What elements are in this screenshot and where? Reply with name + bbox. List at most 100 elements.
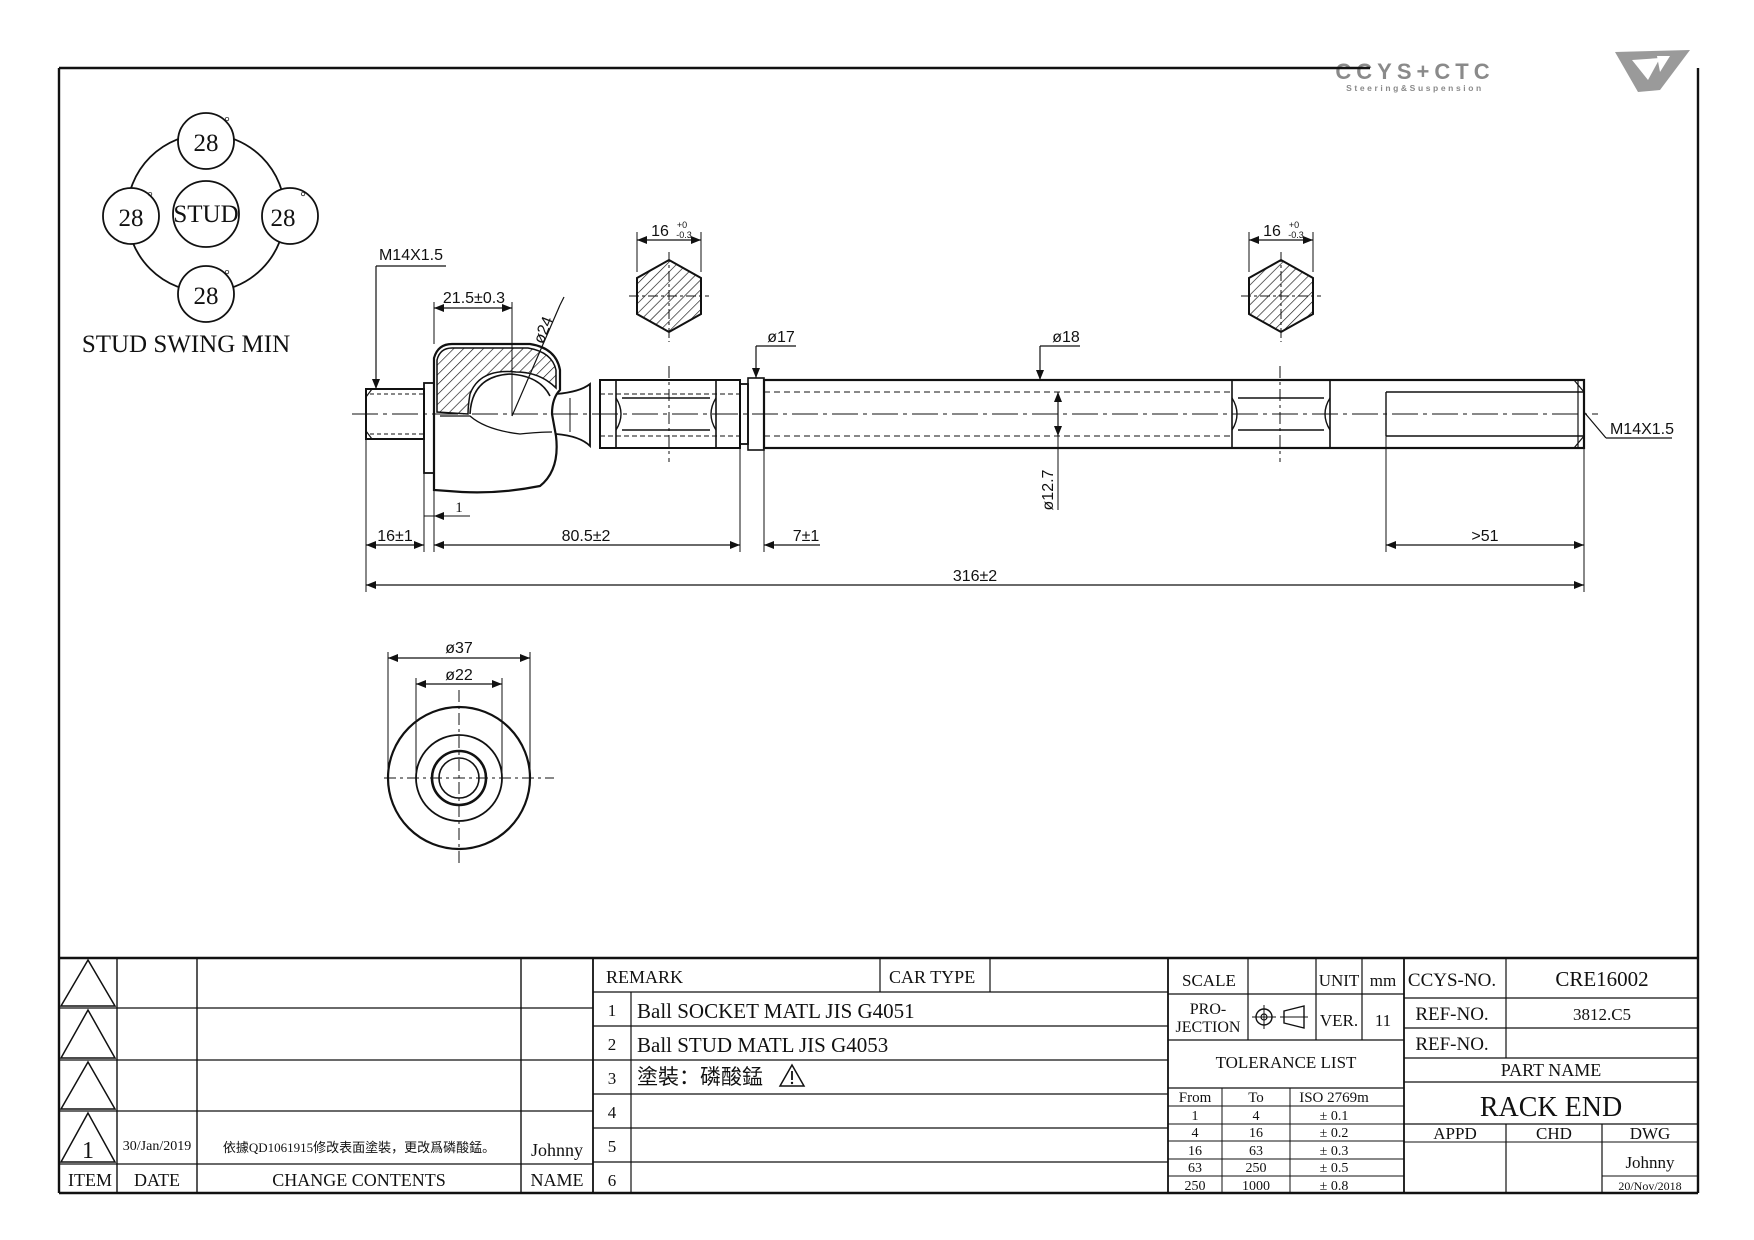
revision-table: 1 30/Jan/2019 依據QD1061915修改表面塗裝，更改爲磷酸錳。 … (59, 958, 594, 1193)
ref-no-label-2: REF-NO. (1415, 1034, 1488, 1055)
svg-text:1: 1 (1192, 1109, 1199, 1124)
svg-text:4: 4 (1192, 1126, 1199, 1141)
remark-text: Ball STUD MATL JIS G4053 (637, 1033, 888, 1057)
remark-no: 3 (608, 1069, 617, 1088)
swing-center-label: STUD (173, 201, 238, 228)
swing-top-value: 28 (194, 130, 219, 157)
ref-no-value: 3812.C5 (1573, 1005, 1631, 1024)
logo-name: CCYS+CTC (1335, 59, 1494, 84)
swing-right-degree: ° (300, 190, 306, 205)
header-item: ITEM (68, 1170, 112, 1190)
svg-text:+0: +0 (677, 220, 687, 230)
dim-thread-left: M14X1.5 (379, 247, 443, 264)
unit-value: mm (1370, 971, 1396, 990)
svg-text:± 0.2: ± 0.2 (1320, 1126, 1349, 1141)
dim-end-inner: ø22 (445, 667, 473, 684)
part-name-value: RACK END (1480, 1092, 1622, 1123)
swing-left-degree: ° (147, 190, 153, 205)
dim-socket-length: 21.5±0.3 (443, 290, 505, 307)
company-logo: CCYS+CTC Steering&Suspension (1335, 50, 1690, 93)
svg-text:16: 16 (651, 223, 669, 240)
tol-header-iso: ISO 2769m (1299, 1090, 1369, 1106)
remark-no: 2 (608, 1035, 617, 1054)
header-change-contents: CHANGE CONTENTS (272, 1170, 446, 1190)
dim-hex-right: 16 +0 -0.3 (1263, 220, 1304, 240)
dim-neck-dia: ø17 (767, 329, 795, 346)
info-block: SCALE UNIT mm PRO- JECTION VER. 11 TOLER… (1168, 958, 1405, 1194)
part-name-label: PART NAME (1501, 1060, 1601, 1080)
drawing-frame (57, 66, 1700, 1195)
svg-text:4: 4 (1253, 1109, 1260, 1124)
svg-text:-0.3: -0.3 (676, 230, 692, 240)
ccys-no-value: CRE16002 (1555, 967, 1648, 991)
revision-name: Johnny (531, 1140, 583, 1160)
swing-bottom-value: 28 (194, 283, 219, 310)
remark-table: REMARK CAR TYPE 1 Ball SOCKET MATL JIS G… (593, 958, 1169, 1193)
projection-label: PRO- (1190, 1001, 1226, 1018)
header-date: DATE (134, 1170, 180, 1190)
dim-socket-to-neck: 80.5±2 (562, 528, 611, 545)
dim-thread-length: >51 (1471, 528, 1498, 545)
tol-row: 16 63 ± 0.3 (1188, 1144, 1348, 1159)
remark-no: 4 (608, 1103, 617, 1122)
tol-header-from: From (1179, 1090, 1212, 1106)
tol-row: 4 16 ± 0.2 (1192, 1126, 1349, 1141)
revision-date: 30/Jan/2019 (123, 1139, 191, 1154)
dim-thread-right: M14X1.5 (1610, 421, 1674, 438)
dim-gap: 1 (455, 500, 463, 516)
svg-text:63: 63 (1249, 1144, 1263, 1159)
svg-text:250: 250 (1246, 1161, 1267, 1176)
revision-content: 依據QD1061915修改表面塗裝，更改爲磷酸錳。 (223, 1140, 495, 1155)
warning-triangle-icon (778, 1063, 806, 1087)
dim-hex-left: 16 +0 -0.3 (651, 220, 692, 240)
swing-left-value: 28 (119, 205, 144, 232)
stud-swing-diagram: 28 ° 28 ° STUD 28 ° 28 ° STUD SWING MIN (82, 112, 319, 358)
rack-end-side-view (352, 265, 1672, 510)
revision-triangle-icon (59, 1111, 117, 1163)
tol-row: 250 1000 ± 0.8 (1185, 1179, 1349, 1194)
hex-section-right (1241, 232, 1321, 342)
remark-text: Ball SOCKET MATL JIS G4051 (637, 999, 915, 1023)
swing-bottom-degree: ° (224, 268, 230, 283)
unit-label: UNIT (1319, 971, 1360, 990)
dwg-date: 20/Nov/2018 (1618, 1179, 1681, 1193)
scale-label: SCALE (1182, 971, 1236, 990)
dimension-lines (365, 302, 1585, 592)
car-type-label: CAR TYPE (889, 967, 975, 987)
tol-header-to: To (1248, 1090, 1264, 1106)
dimension-labels: M14X1.5 21.5±0.3 ø24 16 +0 -0.3 16 +0 -0… (377, 220, 1674, 585)
projection-label: JECTION (1176, 1019, 1241, 1036)
revision-triangle-icon (59, 1060, 117, 1110)
dim-overall-length: 316±2 (953, 568, 997, 585)
dwg-label: DWG (1630, 1124, 1671, 1143)
dim-rod-dia: ø18 (1052, 329, 1080, 346)
title-block: CCYS-NO. CRE16002 REF-NO. 3812.C5 REF-NO… (1404, 958, 1698, 1193)
projection-symbol-icon (1252, 1005, 1308, 1029)
svg-text:-0.3: -0.3 (1288, 230, 1304, 240)
dim-stud-length: 16±1 (377, 528, 413, 545)
ver-value: 11 (1375, 1011, 1391, 1030)
revision-item: 1 (82, 1138, 94, 1164)
remark-no: 5 (608, 1137, 617, 1156)
remark-no: 6 (608, 1171, 617, 1190)
tol-row: 63 250 ± 0.5 (1188, 1161, 1348, 1176)
svg-text:16: 16 (1249, 1126, 1263, 1141)
end-view: ø37 ø22 (384, 640, 554, 866)
appd-label: APPD (1433, 1124, 1476, 1143)
swing-top-degree: ° (224, 115, 230, 130)
svg-text:± 0.3: ± 0.3 (1320, 1144, 1349, 1159)
revision-triangle-icon (59, 1008, 117, 1059)
ver-label: VER. (1320, 1011, 1358, 1030)
svg-text:+0: +0 (1289, 220, 1299, 230)
remark-text: 塗裝：磷酸錳 (637, 1065, 763, 1089)
dwg-name: Johnny (1625, 1153, 1675, 1172)
remark-label: REMARK (606, 967, 683, 987)
revision-row: 1 30/Jan/2019 依據QD1061915修改表面塗裝，更改爲磷酸錳。 … (82, 1138, 583, 1164)
tol-row: 1 4 ± 0.1 (1192, 1109, 1349, 1124)
svg-text:16: 16 (1263, 223, 1281, 240)
dim-neck-length: 7±1 (793, 528, 820, 545)
dim-end-outer: ø37 (445, 640, 473, 657)
ref-no-label: REF-NO. (1415, 1004, 1488, 1025)
header-name: NAME (531, 1170, 584, 1190)
